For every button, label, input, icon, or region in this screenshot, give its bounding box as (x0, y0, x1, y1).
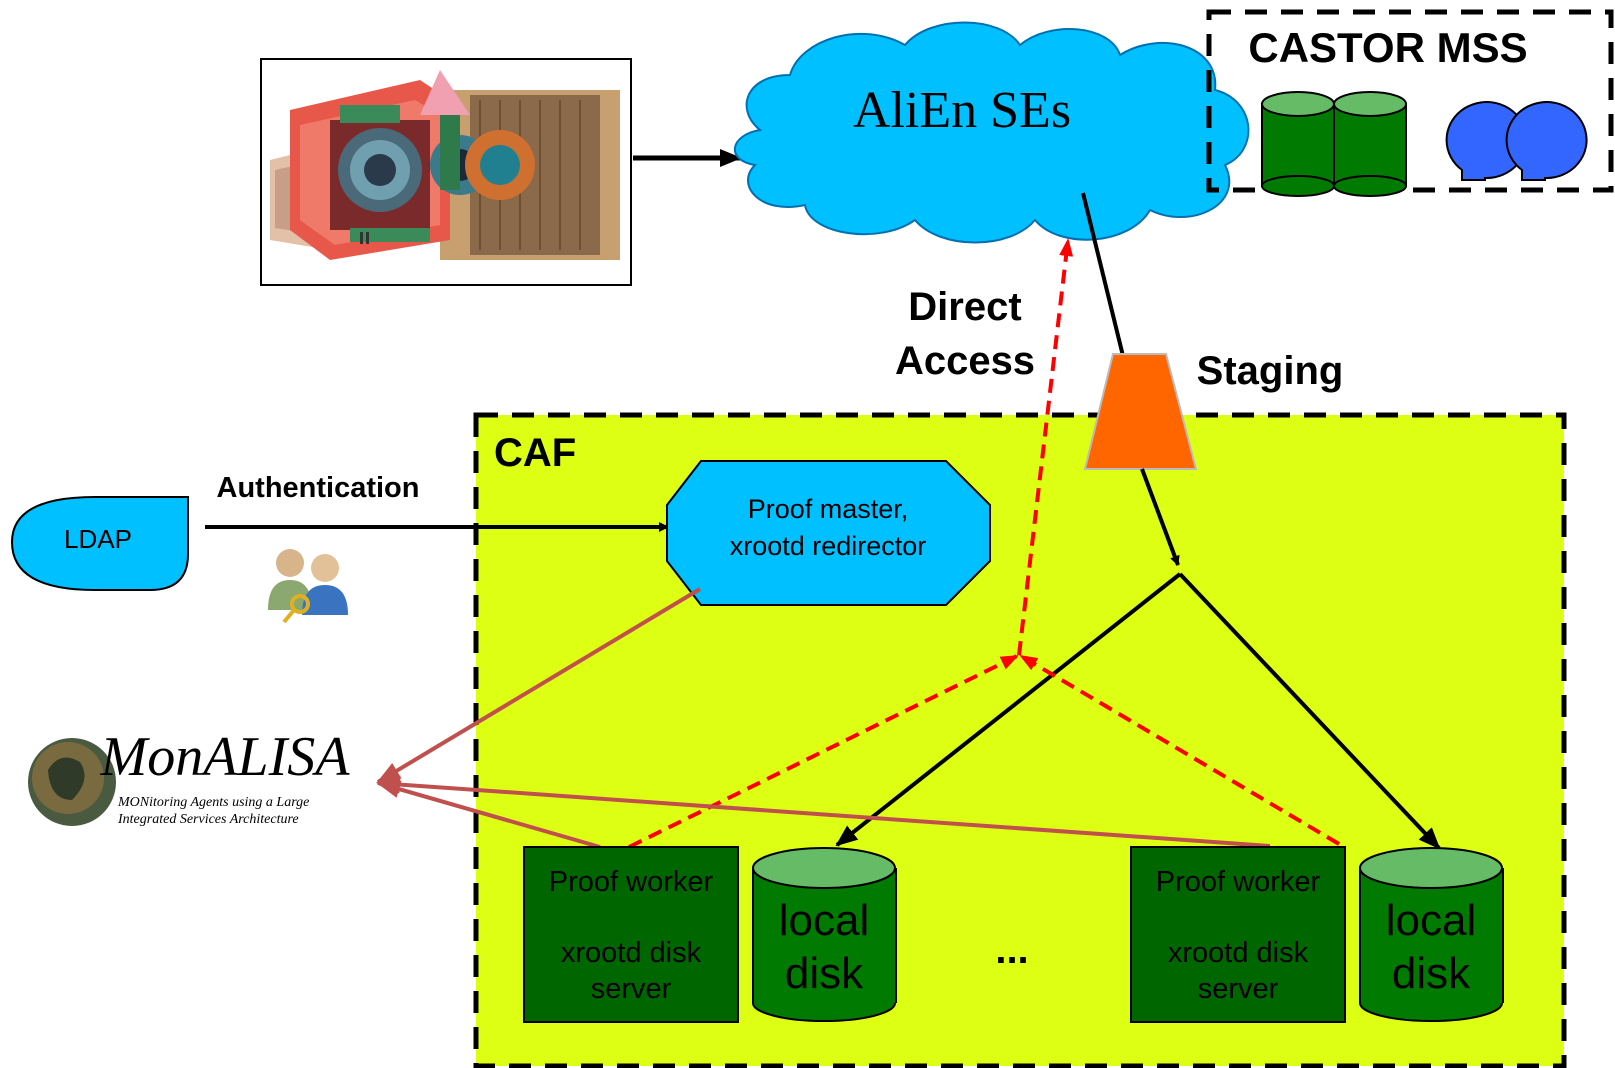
split-to-disk-right-arrow (1178, 572, 1441, 850)
worker-left-direct-arrow (628, 654, 1019, 849)
proof-worker-right-line2: xrootd disk (1168, 937, 1309, 969)
alien-se-cloud (734, 21, 1250, 244)
authentication-label: Authentication (217, 472, 420, 504)
proof-master-line1: Proof master, (748, 494, 909, 524)
master-to-monalisa-arrow (376, 587, 702, 784)
cloud-label: AliEn SEs (853, 82, 1071, 139)
castor-disk-icon (1333, 91, 1407, 197)
staging-to-split-arrow (1140, 468, 1180, 566)
proof-worker-left-line3: server (591, 973, 672, 1005)
proof-worker-right-line3: server (1198, 973, 1279, 1005)
direct-access-up-arrow (1017, 238, 1074, 656)
castor-mss-label: CASTOR MSS (1248, 24, 1527, 71)
castor-disk-icon (1261, 91, 1335, 197)
local-disk-left (752, 847, 897, 1022)
ldap-shape (10, 496, 189, 591)
local-disk-right-line2: disk (1392, 949, 1471, 998)
staging-label: Staging (1197, 349, 1344, 393)
worker-right-direct-arrow (1019, 654, 1341, 846)
tape-drive-icon (1445, 101, 1588, 181)
split-to-disk-left-arrow (835, 572, 1182, 847)
ldap-label: LDAP (64, 524, 132, 554)
local-disk-left-line1: local (779, 896, 870, 945)
worker-right-to-monalisa-arrow (376, 775, 1271, 848)
proof-worker-left-line2: xrootd disk (561, 937, 702, 969)
users-key-icon (268, 549, 348, 624)
monalisa-title: MonALISA (100, 726, 351, 788)
local-disk-right (1359, 847, 1504, 1022)
cloud-to-staging-line (1081, 192, 1126, 361)
ellipsis: ... (995, 928, 1028, 972)
local-disk-right-line1: local (1386, 896, 1477, 945)
direct-access-label-line2: Access (895, 339, 1035, 383)
proof-master-node (666, 460, 991, 606)
staging-icon (1083, 353, 1198, 470)
castor-mss-box (1206, 9, 1614, 193)
monalisa-subtitle-line2: Integrated Services Architecture (117, 812, 299, 827)
worker-left-to-monalisa-arrow (376, 780, 601, 849)
proof-worker-left-line1: Proof worker (549, 866, 714, 898)
direct-access-label-line1: Direct (908, 285, 1021, 329)
detector-image (260, 58, 632, 286)
proof-worker-left (523, 846, 739, 1023)
proof-worker-right (1130, 846, 1346, 1023)
monalisa-subtitle-line1: MONitoring Agents using a Large (117, 795, 309, 810)
caf-label: CAF (494, 431, 576, 475)
proof-master-line2: xrootd redirector (730, 531, 927, 561)
monalisa-globe-icon (28, 738, 116, 826)
proof-worker-right-line1: Proof worker (1156, 866, 1321, 898)
local-disk-left-line2: disk (785, 949, 864, 998)
